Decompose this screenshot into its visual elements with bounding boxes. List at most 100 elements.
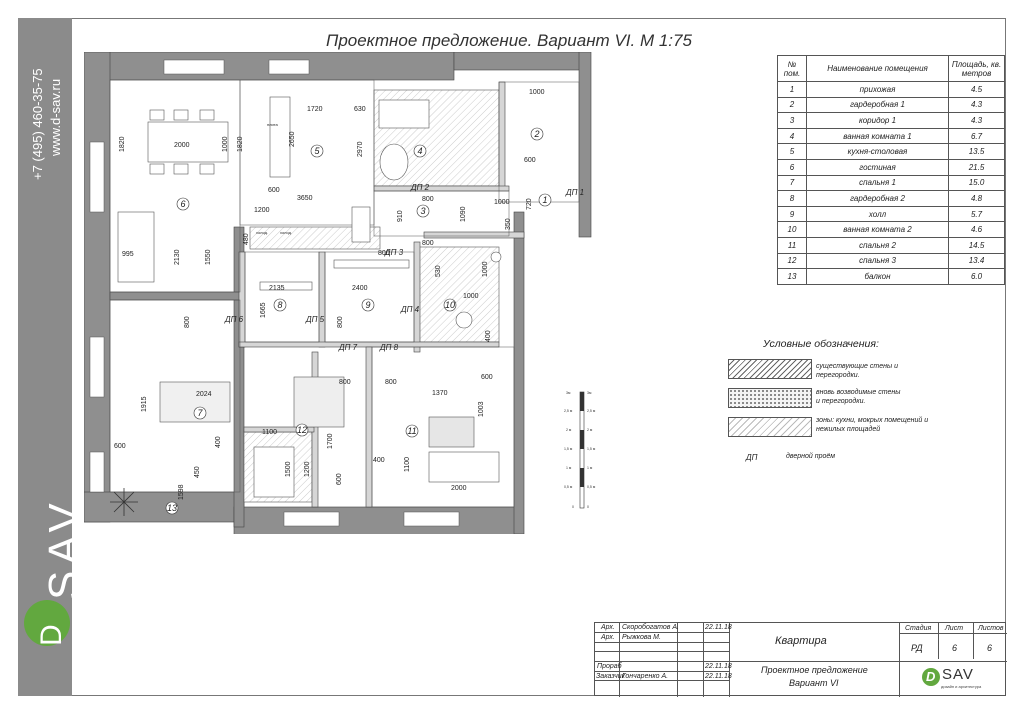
room-number: 12 [297, 425, 307, 435]
brand-logo-icon [24, 600, 70, 646]
dimension: 2650 [289, 131, 296, 147]
tb-doc-line-2: Вариант VI [789, 678, 839, 688]
tb-logo-icon [922, 668, 940, 686]
cell-name: холл [806, 205, 949, 223]
dimension: 1720 [307, 106, 323, 113]
room-wardrobe-1 [498, 81, 580, 203]
legend-dp: ДП [746, 453, 758, 462]
dimension: 1820 [237, 136, 244, 152]
cell-area: 4.3 [948, 112, 1005, 129]
cell-name: ванная комната 2 [806, 221, 949, 238]
room-number: 6 [180, 199, 185, 209]
cell-name: ванная комната 1 [806, 127, 949, 145]
cell-area: 13.4 [948, 252, 1005, 270]
room-number: 5 [314, 146, 320, 156]
scale-label: 2,5 м [587, 409, 596, 413]
tb-role-3: Прораб [597, 663, 622, 670]
table-header-row: № пом. Наименование помещения Площадь, к… [777, 55, 1005, 82]
scale-label: 2 м [587, 428, 593, 432]
header-name: Наименование помещения [806, 55, 949, 82]
door-labels: ДП 1 ДП 2 ДП 3 ДП 4 ДП 5 ДП 6 ДП 7 ДП 8 [224, 183, 584, 352]
tb-sheet-header: Лист [945, 625, 964, 632]
room-wardrobe-2 [244, 251, 320, 343]
dimension: 1820 [119, 136, 126, 152]
cell-name: кухня-столовая [806, 143, 949, 160]
cell-area: 4.3 [948, 96, 1005, 114]
dimension: 1915 [141, 396, 148, 412]
cell-number: 5 [777, 143, 807, 160]
door-label: ДП 8 [379, 343, 399, 352]
legend-dp-desc: дверной проём [786, 453, 836, 460]
room-bedroom-2 [371, 346, 515, 508]
door-label: ДП 6 [224, 315, 244, 324]
cell-number: 1 [777, 81, 807, 98]
scale-label: 1,5 м [587, 447, 596, 451]
cell-area: 21.5 [948, 158, 1005, 176]
dimension: 1090 [460, 206, 467, 222]
dimension: 2970 [357, 141, 364, 157]
legend-swatch-existing [728, 359, 812, 379]
tb-name-4: Гончаренко А. [622, 673, 669, 680]
cell-number: 3 [777, 112, 807, 129]
dimension: 1000 [463, 293, 479, 300]
tb-date-4: 22.11.18 [705, 673, 732, 680]
room-number: 1 [542, 195, 547, 205]
cell-area: 14.5 [948, 236, 1005, 254]
dimension: 1100 [262, 429, 277, 436]
cell-name: гостиная [806, 158, 949, 176]
room-number: 2 [533, 129, 539, 139]
tb-date-3: 22.11.18 [705, 663, 732, 670]
dimension: 600 [268, 187, 280, 194]
dimension: 1598 [178, 484, 185, 500]
dimension: 800 [385, 379, 397, 386]
tb-logo-sub: дизайн и архитектура [941, 684, 982, 689]
door-label: ДП 4 [400, 305, 420, 314]
dimension: 400 [215, 436, 222, 448]
cell-area: 15.0 [948, 174, 1005, 192]
tb-doc-line-1: Проектное предложение [761, 665, 868, 675]
dimension: 600 [114, 443, 126, 450]
cell-area: 13.5 [948, 143, 1005, 160]
scale-label: 1 м [566, 466, 572, 470]
interior-walls [238, 81, 525, 508]
dimension: 800 [337, 316, 344, 328]
room-number: 9 [365, 300, 370, 310]
dimension: 1003 [478, 401, 485, 417]
cell-name: спальня 2 [806, 236, 949, 254]
scale-label: 3м [587, 391, 592, 395]
cell-number: 4 [777, 127, 807, 145]
tb-role-2: Арх. [601, 634, 615, 641]
dimension: 400 [485, 330, 492, 342]
cell-number: 2 [777, 96, 807, 114]
legend-text-zones: зоны: кухни, мокрых помещений и нежилых … [816, 417, 929, 433]
scale-label: 2 м [566, 428, 572, 432]
dimension: 530 [435, 265, 442, 277]
dimension: 1000 [529, 89, 545, 96]
legend-text-new: вновь возводимые стены и перегородки. [816, 389, 901, 405]
dimension: 1200 [254, 207, 270, 214]
cell-number: 7 [777, 174, 807, 192]
cell-name: балкон [806, 268, 949, 285]
cell-number: 9 [777, 205, 807, 223]
dimension: 1700 [327, 433, 334, 449]
dimension: 2400 [352, 285, 368, 292]
cell-name: прихожая [806, 81, 949, 98]
cell-area: 6.7 [948, 127, 1005, 145]
stove-label: плита [267, 122, 279, 127]
scale-label: 0,5 м [564, 485, 573, 489]
scale-label: 3м [566, 391, 571, 395]
door-label: ДП 1 [565, 188, 584, 197]
header-area: Площадь, кв. метров [948, 55, 1005, 82]
cell-area: 4.5 [948, 81, 1005, 98]
cell-number: 10 [777, 221, 807, 238]
cell-name: коридор 1 [806, 112, 949, 129]
room-corridor-1 [373, 190, 510, 237]
dimension: 1550 [205, 249, 212, 265]
